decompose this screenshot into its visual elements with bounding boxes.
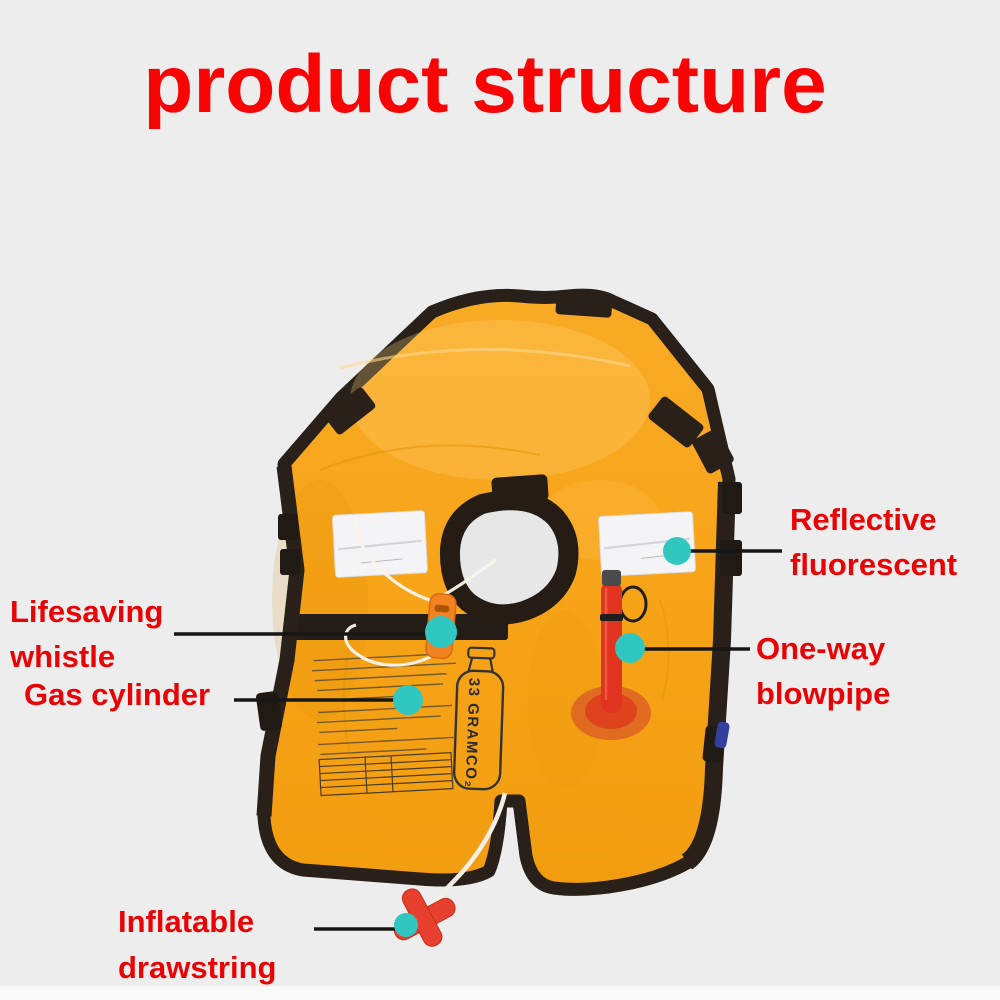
label-one-way-blowpipe: One-way blowpipe xyxy=(756,626,890,716)
callout-dot-whistle xyxy=(425,616,457,648)
blue-tab xyxy=(714,721,730,749)
right-edge-trim xyxy=(681,481,736,870)
oral-blowpipe xyxy=(571,570,651,740)
bottom-strip xyxy=(0,986,1000,1000)
label-line: Reflective xyxy=(790,502,937,537)
label-reflective-fluorescent: Reflective fluorescent xyxy=(790,497,957,587)
pull-cord xyxy=(428,792,508,912)
callout-lines xyxy=(174,549,782,931)
instruction-text-lines xyxy=(312,652,456,756)
label-line: blowpipe xyxy=(756,676,891,711)
callout-dot-blowpipe xyxy=(615,633,645,663)
gas-cylinder-outline: 33 GRAMCO₂ xyxy=(452,646,505,791)
trim-patches xyxy=(324,292,734,474)
label-inflatable-drawstring: Inflatable drawstring xyxy=(118,899,276,991)
callout-dot-reflective xyxy=(663,537,691,565)
label-line: Gas cylinder xyxy=(24,677,211,712)
neck-hole xyxy=(439,490,579,625)
label-gas-cylinder: Gas cylinder xyxy=(24,672,210,717)
label-line: Lifesaving xyxy=(10,594,164,629)
spec-table xyxy=(318,752,454,797)
label-line: Inflatable xyxy=(118,904,255,939)
page-title: product structure xyxy=(143,39,827,130)
label-line: whistle xyxy=(10,639,116,674)
label-lifesaving-whistle: Lifesaving whistle xyxy=(10,589,163,679)
label-line: One-way xyxy=(756,631,886,666)
label-line: drawstring xyxy=(118,950,277,985)
callout-dot-drawstring xyxy=(394,913,418,937)
callout-dot-gas xyxy=(393,685,423,715)
gas-cylinder-label: 33 GRAMCO₂ xyxy=(462,678,483,789)
pull-handle xyxy=(393,888,456,947)
label-line: fluorescent xyxy=(790,547,958,582)
collar-tab xyxy=(491,474,549,504)
callout-dots xyxy=(393,537,691,937)
